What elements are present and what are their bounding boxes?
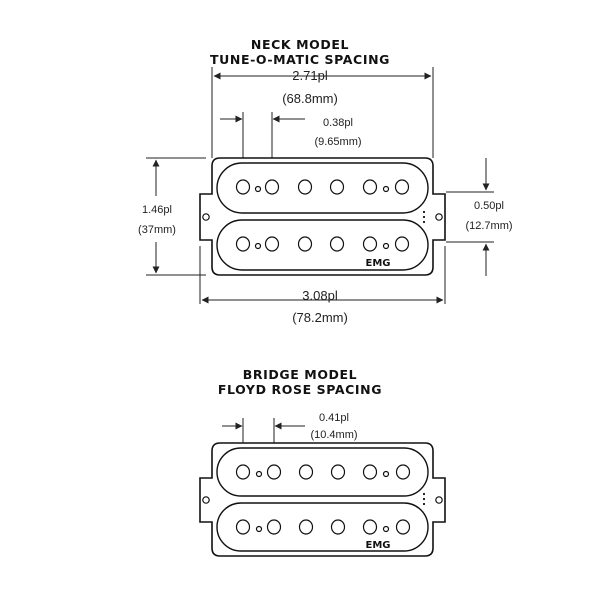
- neck-height-mm: (37mm): [138, 224, 176, 236]
- small-screw: [382, 185, 390, 193]
- bridge-title-line1: BRIDGE MODEL: [242, 367, 358, 382]
- bridge-left-ear-hole: [202, 496, 210, 504]
- neck-emg-logo: EMG: [366, 258, 391, 269]
- neck-height-inches: 1.46pl: [142, 204, 172, 216]
- small-screw: [254, 242, 262, 250]
- pole-piece: [297, 179, 313, 195]
- neck-bottom-coil: [216, 219, 429, 271]
- pole-piece: [235, 179, 251, 195]
- bridge-top-coil: [216, 447, 429, 497]
- neck-width-mm: (68.8mm): [282, 91, 338, 106]
- pole-piece: [330, 519, 346, 535]
- small-screw: [254, 185, 262, 193]
- pole-piece: [395, 464, 411, 480]
- bridge-top-coil-poles: [235, 464, 411, 480]
- contact-dot: [422, 215, 426, 219]
- bridge-bottom-coil-poles: [235, 519, 411, 535]
- pole-piece: [235, 519, 251, 535]
- neck-right-ear-hole: [435, 213, 443, 221]
- bridge-pickup: EMG: [199, 442, 446, 557]
- pole-piece: [394, 236, 410, 252]
- small-screw: [382, 470, 390, 478]
- small-screw: [382, 242, 390, 250]
- bridge-emg-logo: EMG: [366, 540, 391, 551]
- neck-left-ear-hole: [202, 213, 210, 221]
- contact-dot: [422, 220, 426, 224]
- pole-piece: [266, 519, 282, 535]
- pole-piece: [329, 236, 345, 252]
- neck-pole-spacing-mm: (9.65mm): [314, 136, 362, 148]
- neck-ear-mm: (12.7mm): [465, 220, 513, 232]
- neck-top-coil-poles: [235, 179, 410, 195]
- neck-bottom-coil-poles: [235, 236, 410, 252]
- pole-piece: [362, 464, 378, 480]
- neck-total-width-mm: (78.2mm): [292, 310, 348, 325]
- neck-pickup: EMG: [199, 157, 446, 276]
- bridge-title-line2: FLOYD ROSE SPACING: [217, 382, 383, 397]
- pole-piece: [395, 519, 411, 535]
- neck-title-line1: NECK MODEL: [250, 37, 350, 52]
- pole-piece: [266, 464, 282, 480]
- neck-ear-inches: 0.50pl: [474, 200, 504, 212]
- pole-piece: [362, 236, 378, 252]
- pole-piece: [264, 179, 280, 195]
- pole-piece: [298, 519, 314, 535]
- bridge-bottom-coil: [216, 502, 429, 552]
- pole-piece: [264, 236, 280, 252]
- small-screw: [382, 525, 390, 533]
- pole-piece: [394, 179, 410, 195]
- small-screw: [255, 470, 263, 478]
- contact-dot: [422, 497, 426, 501]
- bridge-pole-spacing-mm: (10.4mm): [310, 429, 358, 441]
- pole-piece: [362, 519, 378, 535]
- pole-piece: [297, 236, 313, 252]
- pole-piece: [330, 464, 346, 480]
- pole-piece: [235, 236, 251, 252]
- bridge-pole-spacing-inches: 0.41pl: [319, 412, 349, 424]
- bridge-right-ear-hole: [435, 496, 443, 504]
- neck-title-line2: TUNE-O-MATIC SPACING: [210, 52, 390, 67]
- contact-dot: [422, 492, 426, 496]
- pole-piece: [362, 179, 378, 195]
- contact-dot: [422, 210, 426, 214]
- neck-pole-spacing-inches: 0.38pl: [323, 117, 353, 129]
- pole-piece: [329, 179, 345, 195]
- neck-top-coil: [216, 162, 429, 214]
- contact-dot: [422, 502, 426, 506]
- small-screw: [255, 525, 263, 533]
- pole-piece: [298, 464, 314, 480]
- pole-piece: [235, 464, 251, 480]
